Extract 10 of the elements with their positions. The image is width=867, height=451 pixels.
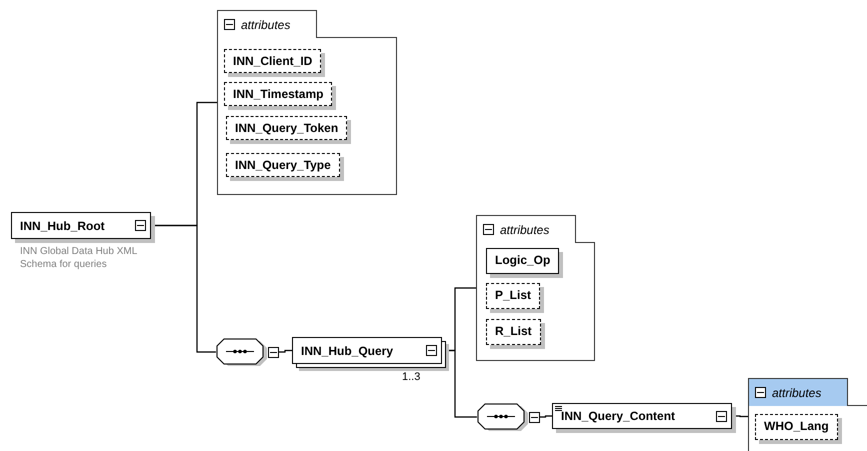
element-name: INN_Hub_Query <box>301 342 394 360</box>
connector-line <box>278 350 292 353</box>
group-heading: attributes <box>500 222 550 238</box>
multiplicity-label: 1..3 <box>402 371 422 384</box>
element-name: INN_Hub_Root <box>20 218 105 234</box>
group-heading: attributes <box>772 384 822 402</box>
connector-line <box>539 415 552 418</box>
description-text: INN Global Data Hub XML Schema for queries <box>20 245 138 271</box>
group-heading: attributes <box>241 16 290 34</box>
element-name: INN_Query_Content <box>561 408 676 425</box>
